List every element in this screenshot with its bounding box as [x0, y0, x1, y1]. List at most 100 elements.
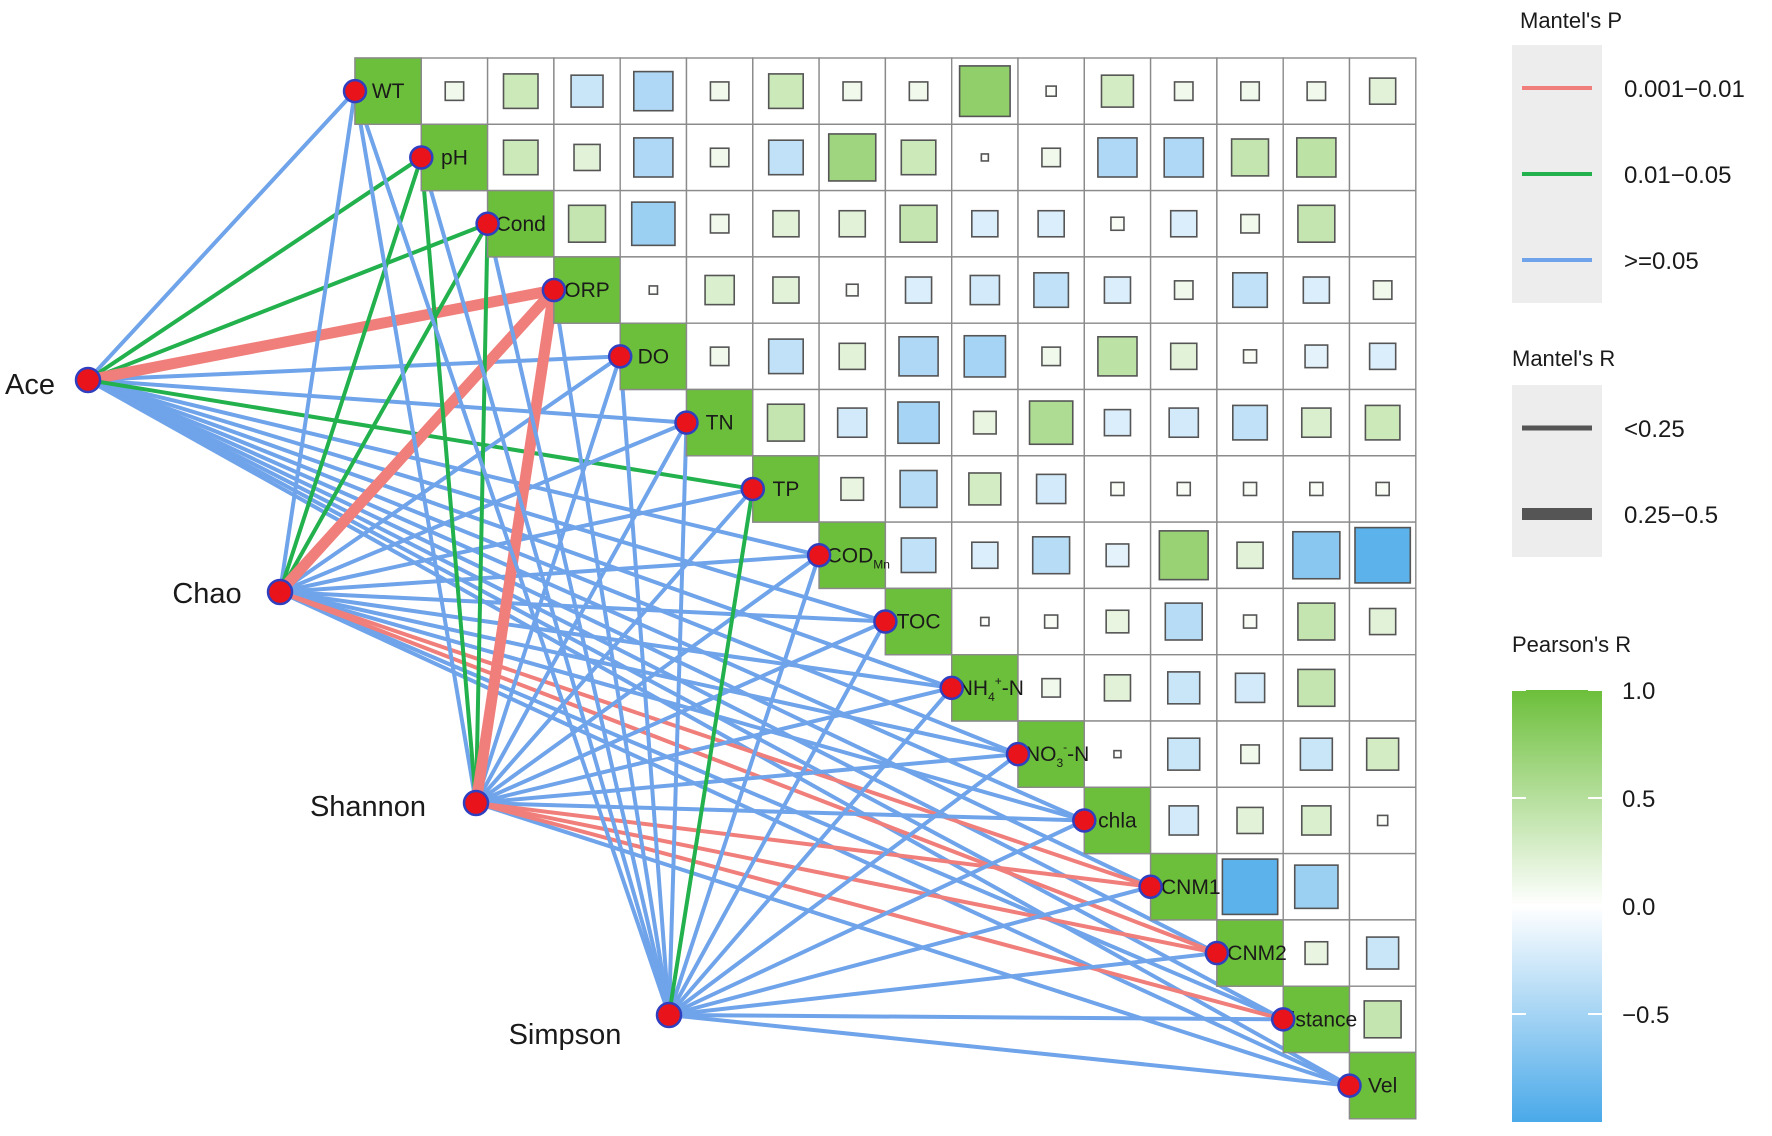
link-shannon-ph [419, 155, 478, 805]
source-label-simpson: Simpson [509, 1019, 622, 1051]
corr-square-cond-tp [772, 209, 800, 238]
variable-label-cond: Cond [496, 213, 546, 236]
corr-square-do-tn [709, 346, 730, 367]
link-shannon-codmn [474, 553, 822, 805]
link-simpson-wt [353, 89, 671, 1017]
corr-square-toc-no [1043, 614, 1059, 629]
source-node-simpson [655, 1001, 683, 1029]
legend-pearson-tick-label: 0.5 [1622, 786, 1655, 813]
corr-square-toc-pcnm2 [1242, 614, 1258, 629]
legend-p-label-0-05: >=0.05 [1624, 248, 1699, 275]
corr-square-toc-distance [1297, 602, 1336, 641]
corr-square-do-pcnm1 [1169, 342, 1198, 371]
variable-label-no3-n: NO3--N [1025, 740, 1089, 770]
corr-square-wt-tn [709, 81, 730, 102]
var-node-ph [409, 145, 434, 170]
corr-square-tn-no [1028, 400, 1074, 446]
corr-square-no-vel [1365, 737, 1400, 771]
corr-square-ph-toc [900, 139, 937, 176]
corr-square-tn-chla [1103, 408, 1132, 437]
corr-square-orp-pcnm2 [1232, 272, 1269, 309]
source-node-ace [74, 366, 102, 394]
link-ace-pcnm1 [86, 378, 1153, 889]
corr-square-orp-vel [1372, 280, 1393, 301]
corr-square-wt-orp [570, 74, 604, 108]
var-node-tp [740, 476, 766, 502]
link-simpson-pcnm1 [667, 884, 1153, 1017]
corr-square-no-chla [1113, 749, 1122, 759]
variable-label-do: DO [638, 345, 670, 368]
link-shannon-tp [474, 486, 755, 805]
source-label-chao: Chao [172, 578, 241, 610]
corr-square-nh-distance [1297, 668, 1336, 708]
corr-square-tp-toc [899, 469, 938, 509]
corr-square-chla-pcnm2 [1236, 806, 1264, 835]
grid-cell-1-10 [1017, 123, 1086, 192]
link-chao-pcnm1 [278, 590, 1153, 889]
var-node-pcnm2 [1204, 940, 1230, 966]
link-simpson-ph [419, 155, 671, 1017]
grid-cell-2-15 [1348, 189, 1417, 258]
var-node-chla [1072, 808, 1097, 833]
corr-square-no-pcnm1 [1166, 737, 1201, 771]
corr-square-cod-toc [900, 537, 937, 574]
corr-square-wt-cod [842, 81, 863, 102]
corr-square-do-cod [838, 342, 867, 371]
corr-square-ph-tn [709, 147, 730, 168]
corr-square-tp-nh [968, 472, 1002, 506]
var-node-wt [342, 78, 368, 104]
link-simpson-cond [485, 221, 671, 1017]
grid-cell-6-15 [1348, 455, 1417, 523]
corr-square-tn-pcnm2 [1232, 404, 1269, 441]
corr-square-no-pcnm2 [1240, 744, 1261, 765]
corr-square-ph-no [1041, 147, 1062, 168]
corr-square-nh-no [1041, 677, 1062, 698]
source-node-shannon [462, 789, 490, 817]
corr-square-cod-distance [1292, 530, 1341, 580]
link-chao-wt [278, 89, 357, 594]
mantel-links [82, 89, 1352, 1088]
link-chao-distance [278, 590, 1286, 1022]
link-simpson-nh4-n [667, 685, 954, 1017]
corr-square-cond-pcnm1 [1169, 209, 1198, 238]
corr-square-cond-pcnm2 [1240, 213, 1261, 234]
corr-square-orp-pcnm1 [1173, 280, 1194, 301]
link-simpson-codmn [667, 553, 822, 1017]
corr-square-tn-distance [1300, 407, 1332, 439]
link-chao-chla [278, 590, 1087, 823]
corr-square-do-no [1041, 346, 1062, 367]
legend-pearson-tick-label: 0.0 [1622, 894, 1655, 921]
legend: Mantel's P0.001−0.010.01−0.05>=0.05Mante… [1512, 8, 1745, 1122]
corr-square-ph-cod [827, 133, 877, 182]
corr-square-do-pcnm2 [1242, 349, 1258, 364]
legend-pearson-colorbar [1512, 690, 1602, 1122]
link-shannon-wt [353, 89, 478, 805]
var-node-distance [1270, 1007, 1296, 1032]
corr-square-ph-pcnm2 [1230, 138, 1270, 177]
corr-square-wt-pcnm1 [1173, 81, 1194, 102]
corr-square-wt-do [632, 70, 674, 112]
corr-square-orp-tp [772, 276, 800, 304]
link-chao-no3-n [278, 590, 1020, 757]
grid-cell-9-15 [1348, 654, 1417, 722]
variable-label-pcnm2: PCNM2 [1213, 942, 1287, 965]
link-simpson-orp [551, 288, 671, 1017]
legend-p-label-0-001-0-01: 0.001−0.01 [1624, 76, 1745, 103]
corr-square-tn-vel [1364, 404, 1401, 441]
variable-label-pcnm1: PCNM1 [1147, 876, 1221, 899]
legend-r-label-0-25: <0.25 [1624, 416, 1685, 443]
corr-square-nh-pcnm1 [1166, 671, 1201, 705]
legend-pearson-tick-label: −0.5 [1622, 1002, 1669, 1029]
corr-square-toc-pcnm1 [1164, 602, 1203, 641]
link-ace-cond [86, 221, 490, 382]
var-node-codmn [806, 543, 832, 568]
corr-square-orp-nh [969, 274, 1001, 306]
corr-square-wt-tp [767, 73, 804, 110]
legend-r-label-0-25-0-5: 0.25−0.5 [1624, 502, 1718, 529]
grid-cell-1-8 [884, 123, 953, 192]
variable-label-wt: WT [372, 80, 405, 103]
legend-pearson-tick-label: 1.0 [1622, 678, 1655, 705]
corr-square-tp-distance [1309, 481, 1324, 497]
variable-label-toc: TOC [897, 611, 941, 634]
